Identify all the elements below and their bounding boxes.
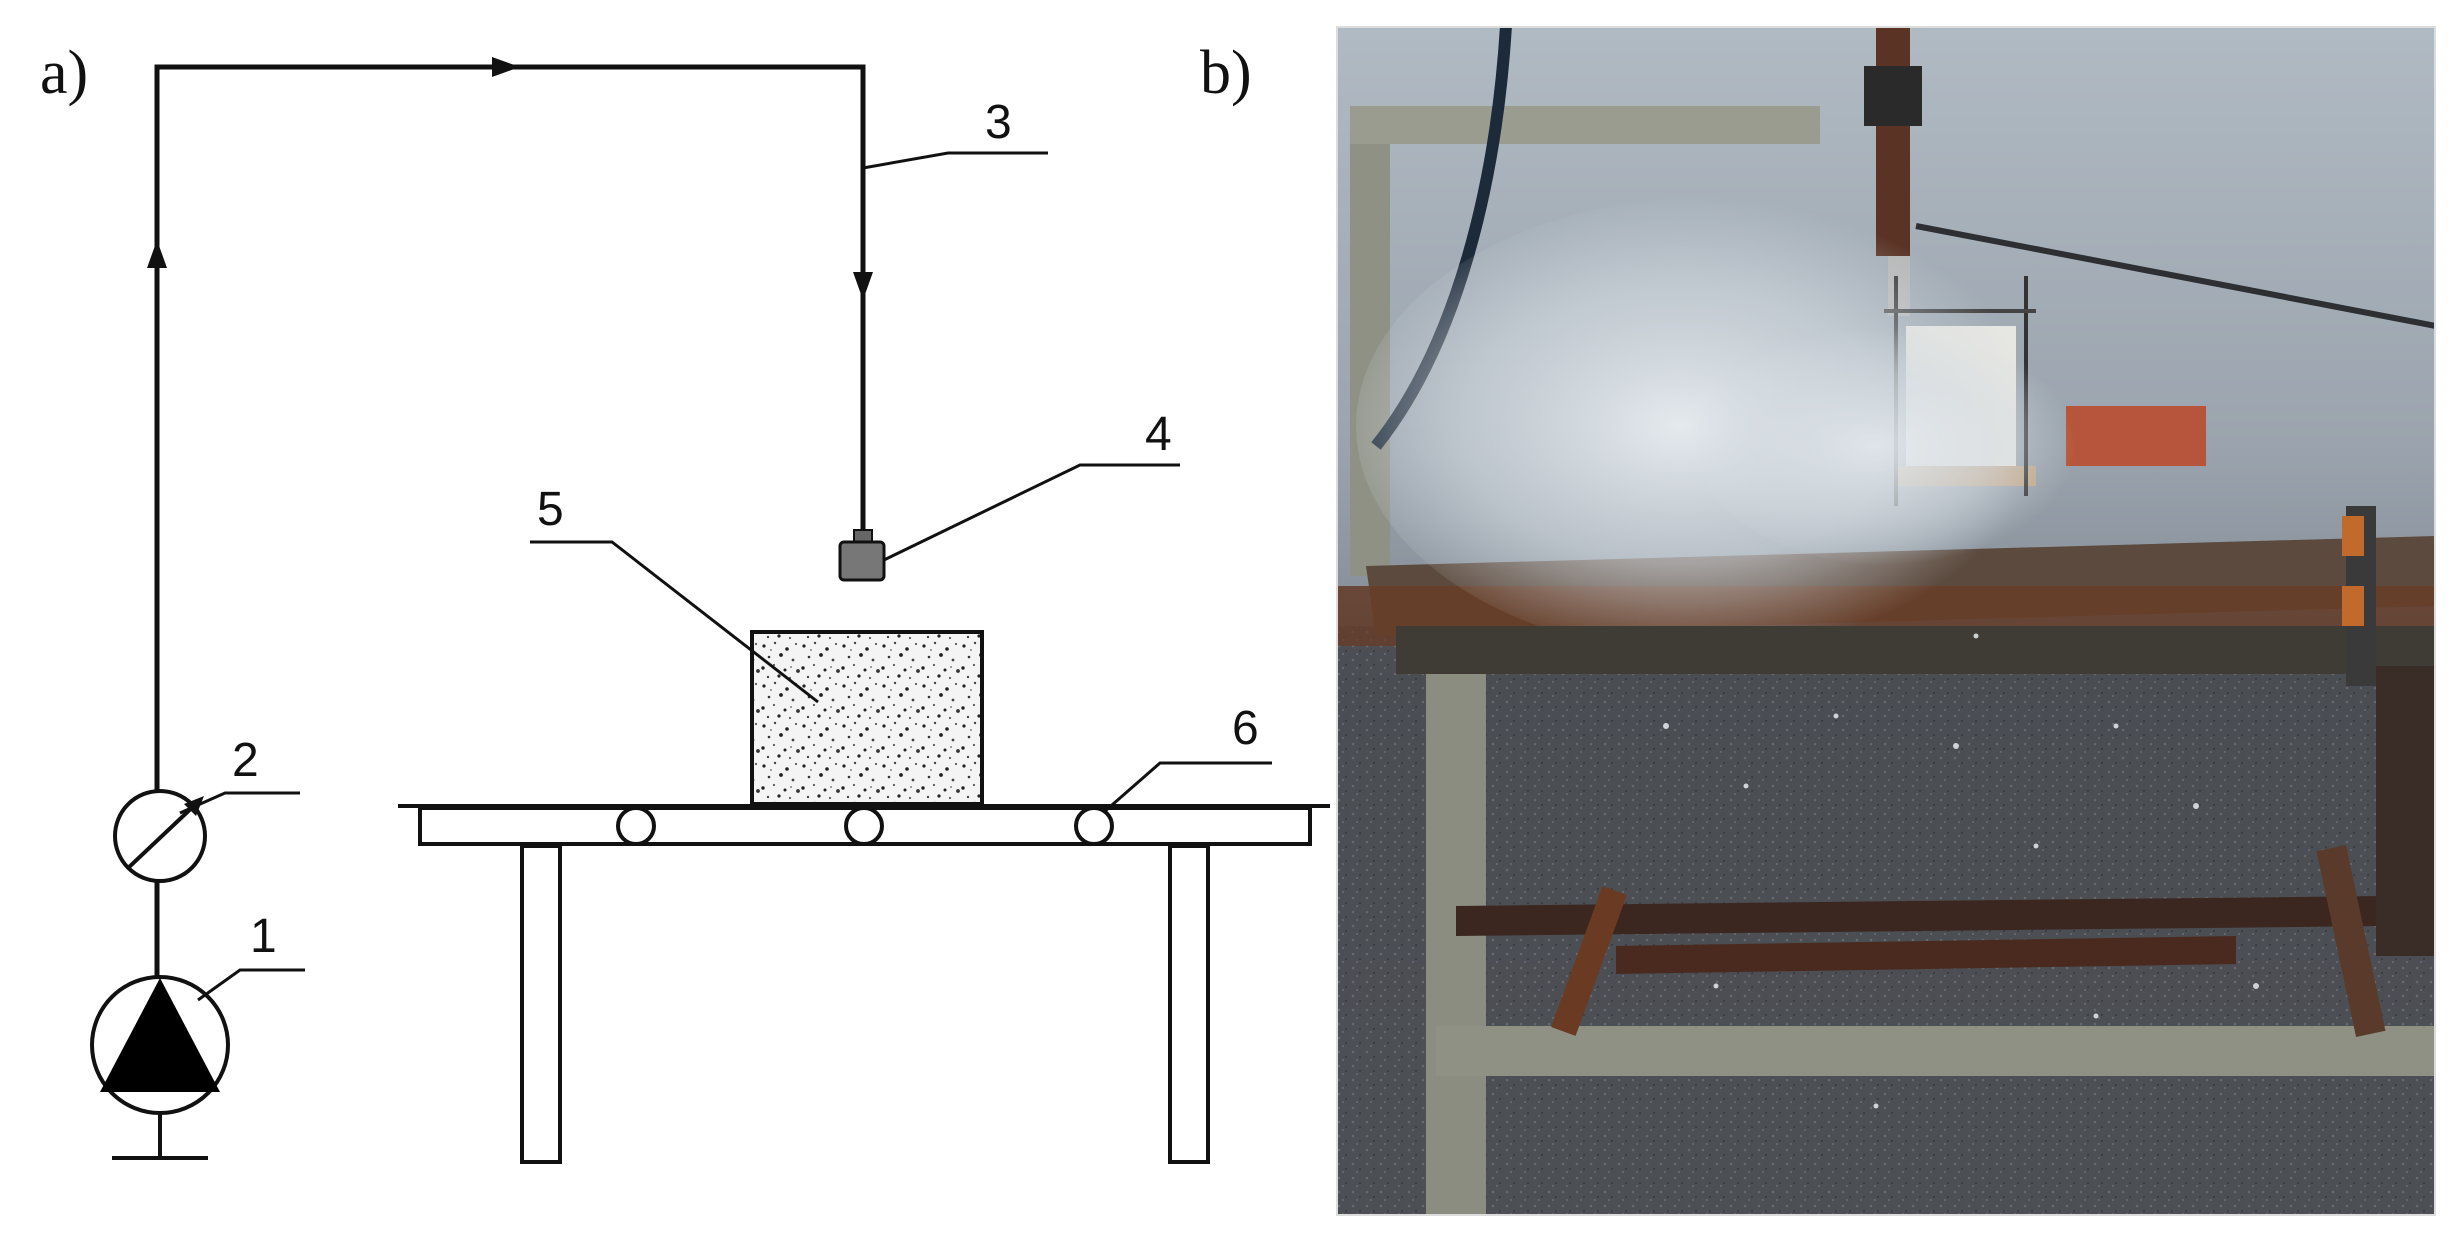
leader-line-5 (530, 540, 819, 704)
leader-line-3 (862, 151, 1048, 170)
lance-clamp (1864, 66, 1922, 126)
flow-arrow-up (147, 240, 167, 268)
pipe-line (154, 64, 866, 1003)
test-table (398, 804, 1330, 1164)
pump-icon (90, 975, 230, 1160)
test-rig-photo (1336, 26, 2436, 1216)
callout-2: 2 (232, 734, 259, 787)
frame-arm (1350, 106, 1820, 144)
leader-line-6 (1103, 761, 1272, 814)
callout-4: 4 (1145, 408, 1172, 461)
lower-rail (1436, 1026, 2436, 1076)
leader-line-1 (197, 968, 305, 1002)
roller (616, 806, 656, 846)
callout-6: 6 (1232, 702, 1259, 755)
concrete-specimen (750, 630, 984, 806)
leader-line-4 (883, 463, 1180, 562)
panel-b-label: b) (1200, 39, 1252, 107)
callout-3: 3 (985, 96, 1012, 149)
pressure-gauge-icon (113, 789, 207, 883)
rig-beam (1396, 626, 2436, 674)
nozzle-icon (838, 529, 886, 582)
callout-1: 1 (250, 910, 277, 963)
spray-lance (1876, 26, 1910, 256)
panel-a-label: a) (40, 39, 89, 107)
roller (1074, 806, 1114, 846)
support-cable (1915, 223, 2436, 329)
leader-line-2 (179, 791, 300, 815)
flow-arrow-right (492, 57, 520, 77)
lower-arm (1456, 896, 2386, 936)
roller (844, 806, 884, 846)
flow-arrow-down (853, 272, 873, 300)
schematic-diagram: 2 1 3 4 5 6 (90, 57, 1330, 1164)
spray-droplets (1663, 633, 2259, 1109)
callout-5: 5 (537, 483, 564, 536)
